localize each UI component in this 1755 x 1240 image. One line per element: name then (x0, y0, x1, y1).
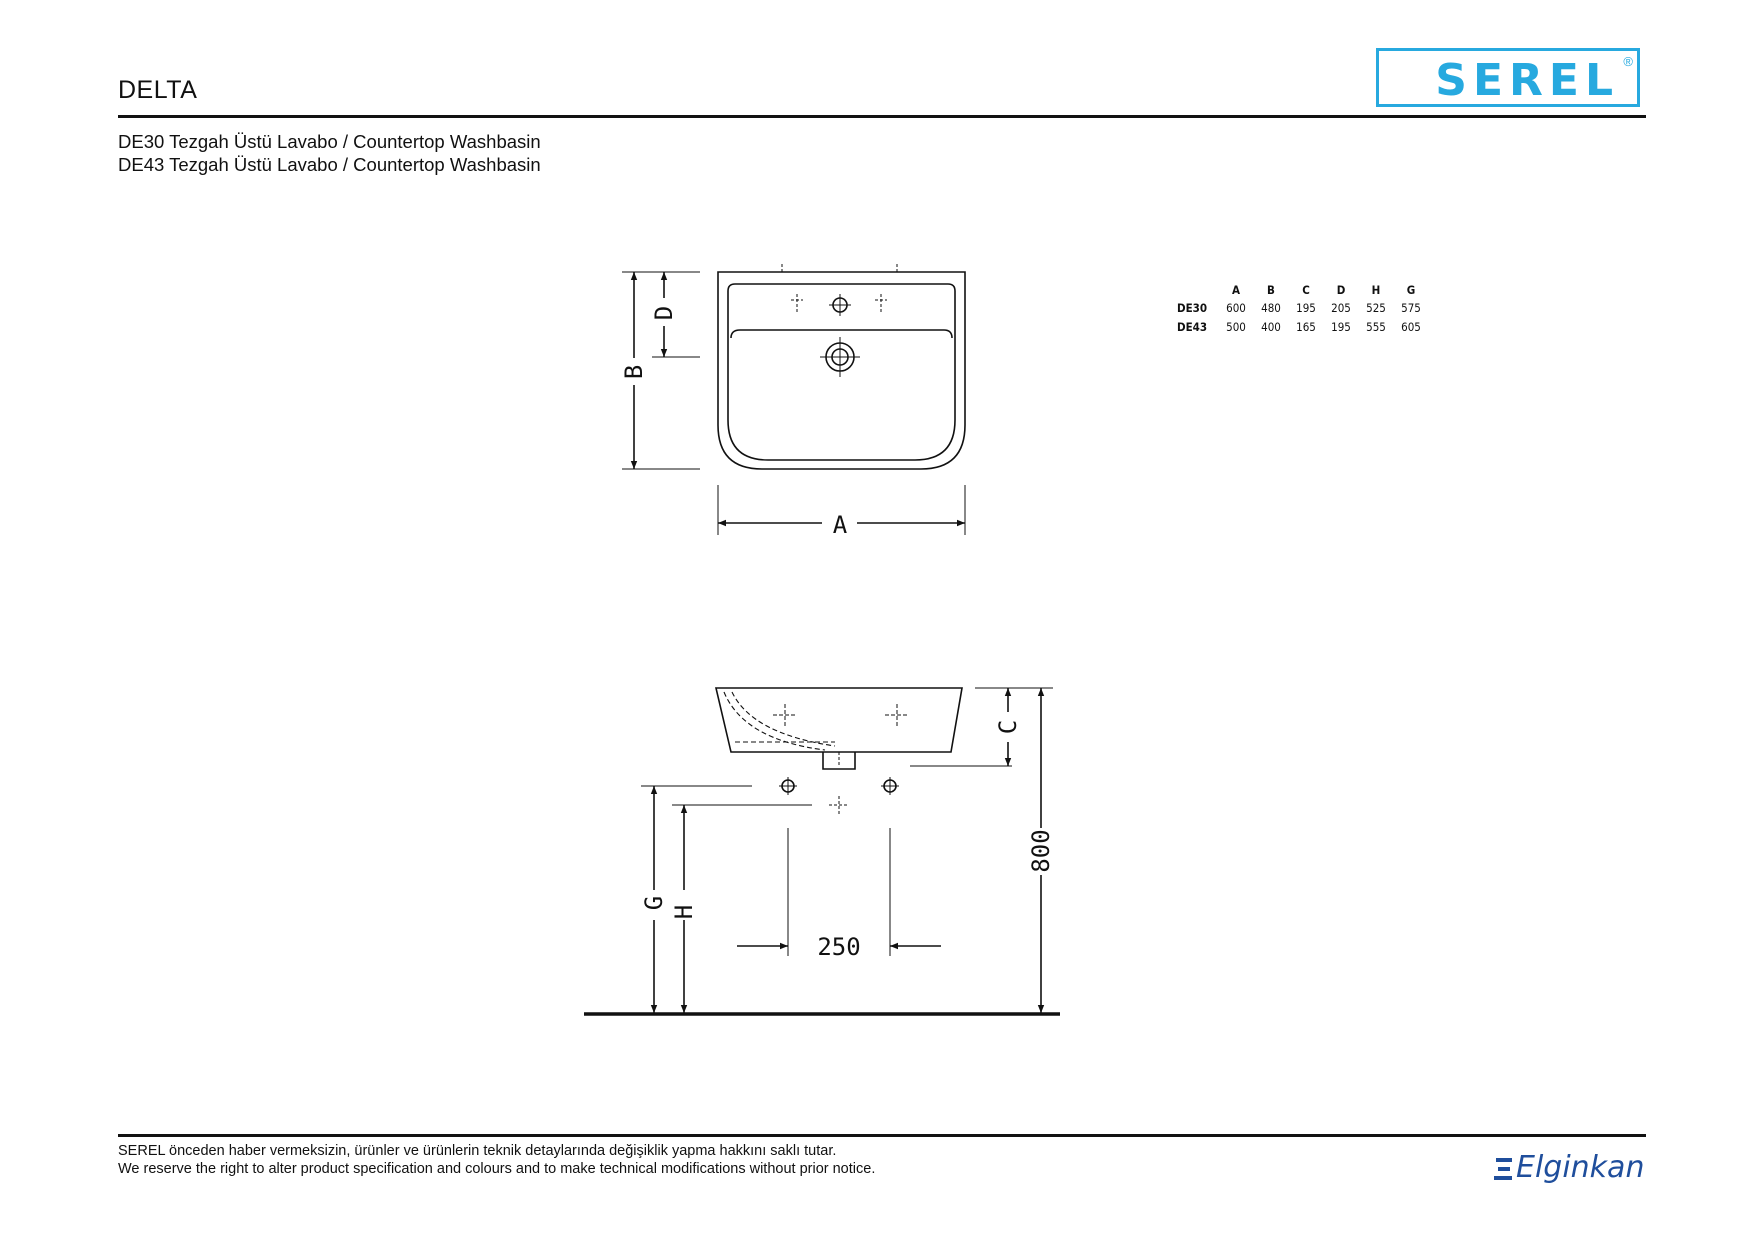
table-col-h: H (1372, 283, 1381, 297)
table-cell: 400 (1261, 320, 1281, 334)
table-cell: 195 (1296, 301, 1316, 315)
bowl-edge (740, 329, 953, 339)
table-col-d: D (1337, 283, 1346, 297)
table-cell: 575 (1401, 301, 1421, 315)
serel-logo: SEREL ® (1376, 48, 1640, 107)
document-title: DELTA (118, 76, 198, 104)
dim-label-b: B (620, 365, 648, 379)
table-col-a: A (1232, 283, 1240, 297)
table-cell: 600 (1226, 301, 1246, 315)
table-cell: 605 (1401, 320, 1421, 334)
product-subtitle-de30: DE30 Tezgah Üstü Lavabo / Countertop Was… (118, 131, 541, 152)
basin-profile (714, 687, 963, 753)
table-cell: 480 (1261, 301, 1281, 315)
waste-point (829, 796, 849, 815)
side-view (641, 687, 1053, 1013)
top-view (622, 264, 966, 535)
disclaimer-tr: SEREL önceden haber vermeksizin, ürünler… (118, 1143, 837, 1159)
dim-label-c: C (994, 720, 1022, 734)
dim-label-250: 250 (817, 933, 860, 961)
table-row-model: DE30 (1177, 301, 1207, 315)
basin-inner-rim (727, 283, 956, 461)
optional-tap-hole-left (791, 294, 803, 312)
elginkan-mark-icon (1494, 1158, 1512, 1180)
table-cell: 205 (1331, 301, 1351, 315)
table-col-b: B (1267, 283, 1275, 297)
product-subtitle-de43: DE43 Tezgah Üstü Lavabo / Countertop Was… (118, 154, 541, 175)
dim-label-h: H (670, 905, 698, 919)
dim-label-g: G (640, 896, 668, 910)
dim-label-a: A (833, 511, 848, 539)
dim-label-d: D (650, 306, 678, 320)
footer-rule (118, 1134, 1646, 1137)
table-cell: 555 (1366, 320, 1386, 334)
brand-name: SEREL (1435, 55, 1619, 106)
drain-outlet (822, 752, 856, 770)
dim-label-800: 800 (1027, 829, 1055, 872)
table-col-g: G (1407, 283, 1416, 297)
registered-mark: ® (1623, 54, 1633, 69)
table-cell: 165 (1296, 320, 1316, 334)
table-col-c: C (1302, 283, 1310, 297)
table-cell: 525 (1366, 301, 1386, 315)
disclaimer-en: We reserve the right to alter product sp… (118, 1161, 876, 1177)
dimension-table: A B C D H G DE30 600 480 195 205 525 575… (1177, 283, 1421, 334)
company-name: Elginkan (1516, 1150, 1645, 1185)
table-cell: 195 (1331, 320, 1351, 334)
table-cell: 500 (1226, 320, 1246, 334)
basin-outline (717, 271, 966, 470)
table-row-model: DE43 (1177, 320, 1207, 334)
header-rule (118, 115, 1646, 118)
optional-tap-hole-right (875, 294, 887, 312)
